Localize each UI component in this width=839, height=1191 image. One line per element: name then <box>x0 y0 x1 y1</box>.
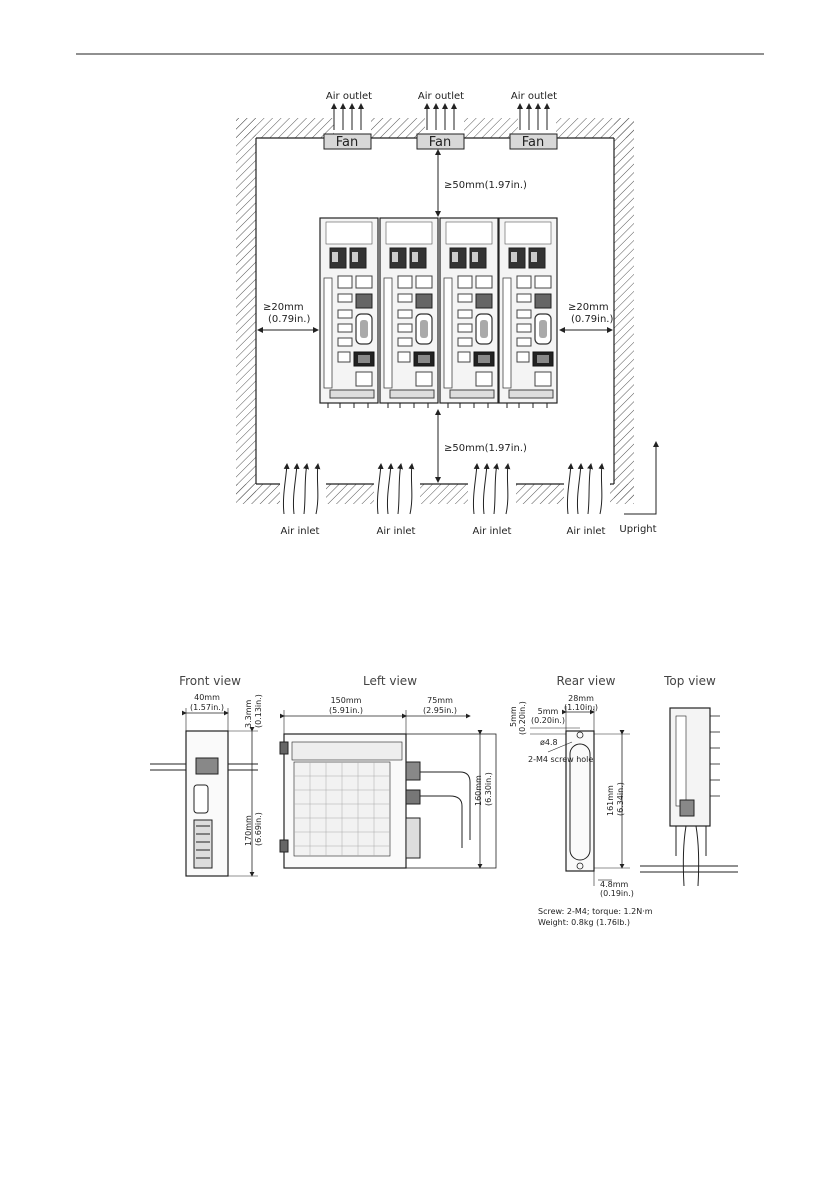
dim-hole-diameter: ø4.8 <box>540 738 558 747</box>
cabinet-enclosure <box>236 118 634 504</box>
dim-40in: (1.57in.) <box>190 703 224 712</box>
servo-drive-1 <box>319 217 379 409</box>
dim-75mm: 75mm <box>427 696 453 705</box>
dim-160mm: 160mm <box>474 775 483 806</box>
rear-view-title: Rear view <box>557 674 616 688</box>
right-clearance-mm: ≥20mm <box>568 302 609 313</box>
upright-label: Upright <box>619 524 656 535</box>
dim-4-8mm: 4.8mm <box>600 880 629 889</box>
dim-28in: (1.10in.) <box>564 703 598 712</box>
top-view-drawing <box>640 707 738 887</box>
front-view-drawing <box>150 708 258 877</box>
dim-150in: (5.91in.) <box>329 706 363 715</box>
left-view-title: Left view <box>363 674 417 688</box>
air-inlet-label-4: Air inlet <box>567 526 606 537</box>
dim-4-8in: (0.19in.) <box>600 889 634 898</box>
air-inlet-label-3: Air inlet <box>473 526 512 537</box>
dim-5mm-horizontal: 5mm <box>538 707 559 716</box>
dim-161in: (6.34in.) <box>616 782 625 816</box>
inlet-arrows <box>282 463 605 515</box>
dim-161mm: 161mm <box>606 785 615 816</box>
dim-170in: (6.69in.) <box>254 812 263 846</box>
outlet-arrows <box>331 103 550 130</box>
clearance-dimensions <box>257 149 613 483</box>
dim-150mm: 150mm <box>331 696 362 705</box>
fan-3-label: Fan <box>522 135 545 150</box>
top-clearance-label: ≥50mm(1.97in.) <box>444 180 527 191</box>
dim-75in: (2.95in.) <box>423 706 457 715</box>
dim-5in-vertical: (0.20in.) <box>518 701 527 735</box>
dim-28mm: 28mm <box>568 694 594 703</box>
dim-170mm: 170mm <box>244 815 253 846</box>
fan-2-label: Fan <box>429 135 452 150</box>
rear-view-drawing <box>530 706 630 886</box>
air-outlet-label-3: Air outlet <box>511 91 557 102</box>
air-outlet-label-1: Air outlet <box>326 91 372 102</box>
fan-1-label: Fan <box>336 135 359 150</box>
servo-drive-4 <box>498 217 558 409</box>
air-outlet-label-2: Air outlet <box>418 91 464 102</box>
servo-drive-3 <box>439 217 499 409</box>
dim-160in: (6.30in.) <box>484 772 493 806</box>
fan-1: Fan <box>323 133 372 150</box>
left-view-drawing <box>279 710 497 869</box>
right-clearance-in: (0.79in.) <box>571 314 613 325</box>
dim-33in: (0.13in.) <box>254 694 263 728</box>
servo-drive-group <box>319 217 558 409</box>
dim-5in-horizontal: (0.20in.) <box>531 716 565 725</box>
air-inlet-label-1: Air inlet <box>281 526 320 537</box>
fan-2: Fan <box>416 133 465 150</box>
bottom-clearance-label: ≥50mm(1.97in.) <box>444 443 527 454</box>
dim-33mm: 3.3mm <box>244 699 253 728</box>
upright-arrow <box>624 441 659 515</box>
dim-screw-hole: 2-M4 screw hole <box>528 755 593 764</box>
note-screw-torque: Screw: 2-M4; torque: 1.2N·m <box>538 907 653 916</box>
left-clearance-in: (0.79in.) <box>268 314 310 325</box>
top-view-title: Top view <box>663 674 716 688</box>
servo-drive-2 <box>379 217 439 409</box>
front-view-title: Front view <box>179 674 241 688</box>
air-inlet-label-2: Air inlet <box>377 526 416 537</box>
left-clearance-mm: ≥20mm <box>263 302 304 313</box>
note-weight: Weight: 0.8kg (1.76lb.) <box>538 918 630 927</box>
dim-40mm: 40mm <box>194 693 220 702</box>
dim-5mm-vertical: 5mm <box>509 706 518 727</box>
fan-3: Fan <box>509 133 558 150</box>
